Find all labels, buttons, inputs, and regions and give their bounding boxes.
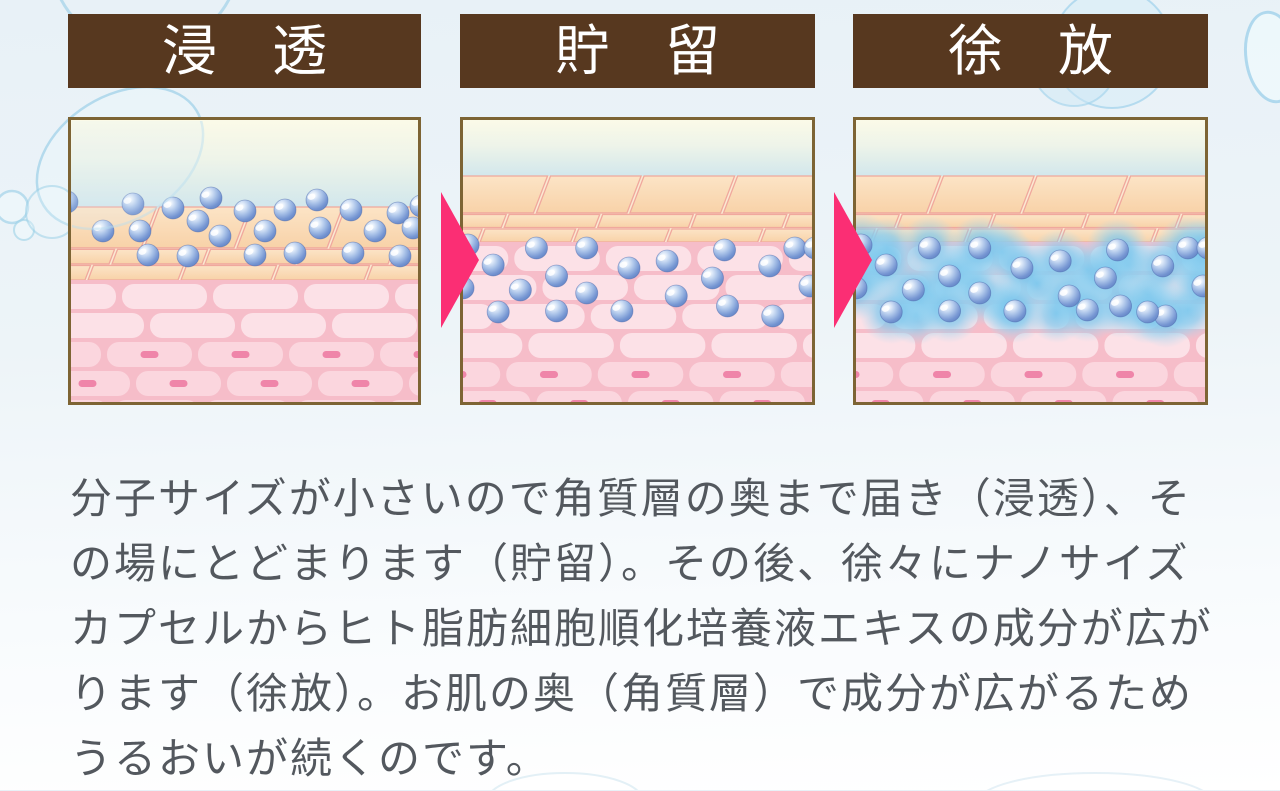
arrow-right-icon (441, 192, 479, 328)
stage-label: 貯 留 (554, 18, 720, 83)
description-text: 分子サイズが小さいので角質層の奥まで届き（浸透）、その場にとどまります（貯留）。… (70, 475, 1213, 782)
stage-header-permeation: 浸 透 (68, 14, 421, 88)
stage-label: 浸 透 (161, 18, 327, 83)
stage-header-release: 徐 放 (853, 14, 1208, 88)
skin-diagram-permeation (71, 120, 418, 402)
arrow-right-icon (834, 192, 872, 328)
stage-label: 徐 放 (947, 18, 1113, 83)
skin-diagram-release (856, 120, 1205, 402)
skin-diagram-panel-permeation (68, 117, 421, 405)
skin-diagram-retention (463, 120, 812, 402)
stage-header-retention: 貯 留 (460, 14, 815, 88)
bubble-droplet-topright (1244, 10, 1280, 104)
skin-diagram-panel-retention (460, 117, 815, 405)
skin-diagram-panel-release (853, 117, 1208, 405)
